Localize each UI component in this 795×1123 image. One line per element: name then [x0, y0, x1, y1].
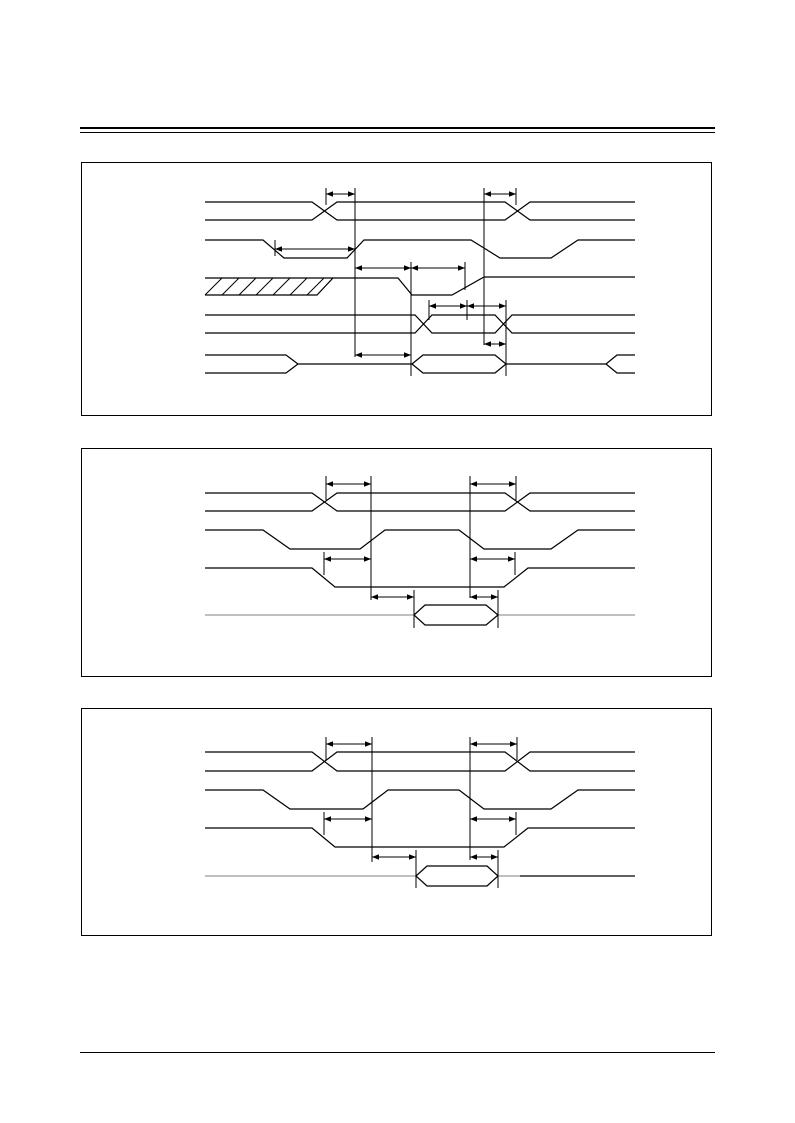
d3-signal-3-waveform	[205, 827, 635, 848]
d3-signal-4-waveform	[415, 865, 499, 887]
d1-signal-2-waveform	[205, 239, 635, 259]
d3-signal-1-waveform	[205, 751, 635, 772]
d2-signal-1-waveform	[205, 492, 635, 512]
d1-signal-3-waveform	[205, 276, 635, 296]
d1-signal-3-hatch	[204, 277, 325, 296]
header-rule-bottom	[80, 132, 715, 133]
timing-diagram-1	[81, 162, 712, 416]
diagram-1-waveforms	[204, 188, 635, 376]
d1-signal-1-waveform	[205, 201, 635, 221]
timing-diagram-2	[81, 448, 712, 677]
timing-diagram-3	[81, 708, 712, 936]
d3-signal-2-waveform	[205, 789, 635, 810]
header-rule-top	[80, 127, 715, 129]
d2-signal-4-waveform	[413, 604, 499, 626]
diagram-2-waveforms	[205, 476, 635, 628]
d1-signal-5-waveform	[205, 354, 635, 374]
d2-signal-3-waveform	[205, 567, 635, 588]
footer-rule	[80, 1052, 715, 1053]
d2-signal-2-waveform	[205, 529, 635, 550]
d1-signal-4-waveform	[205, 314, 635, 334]
diagram-3-waveforms	[205, 737, 635, 888]
